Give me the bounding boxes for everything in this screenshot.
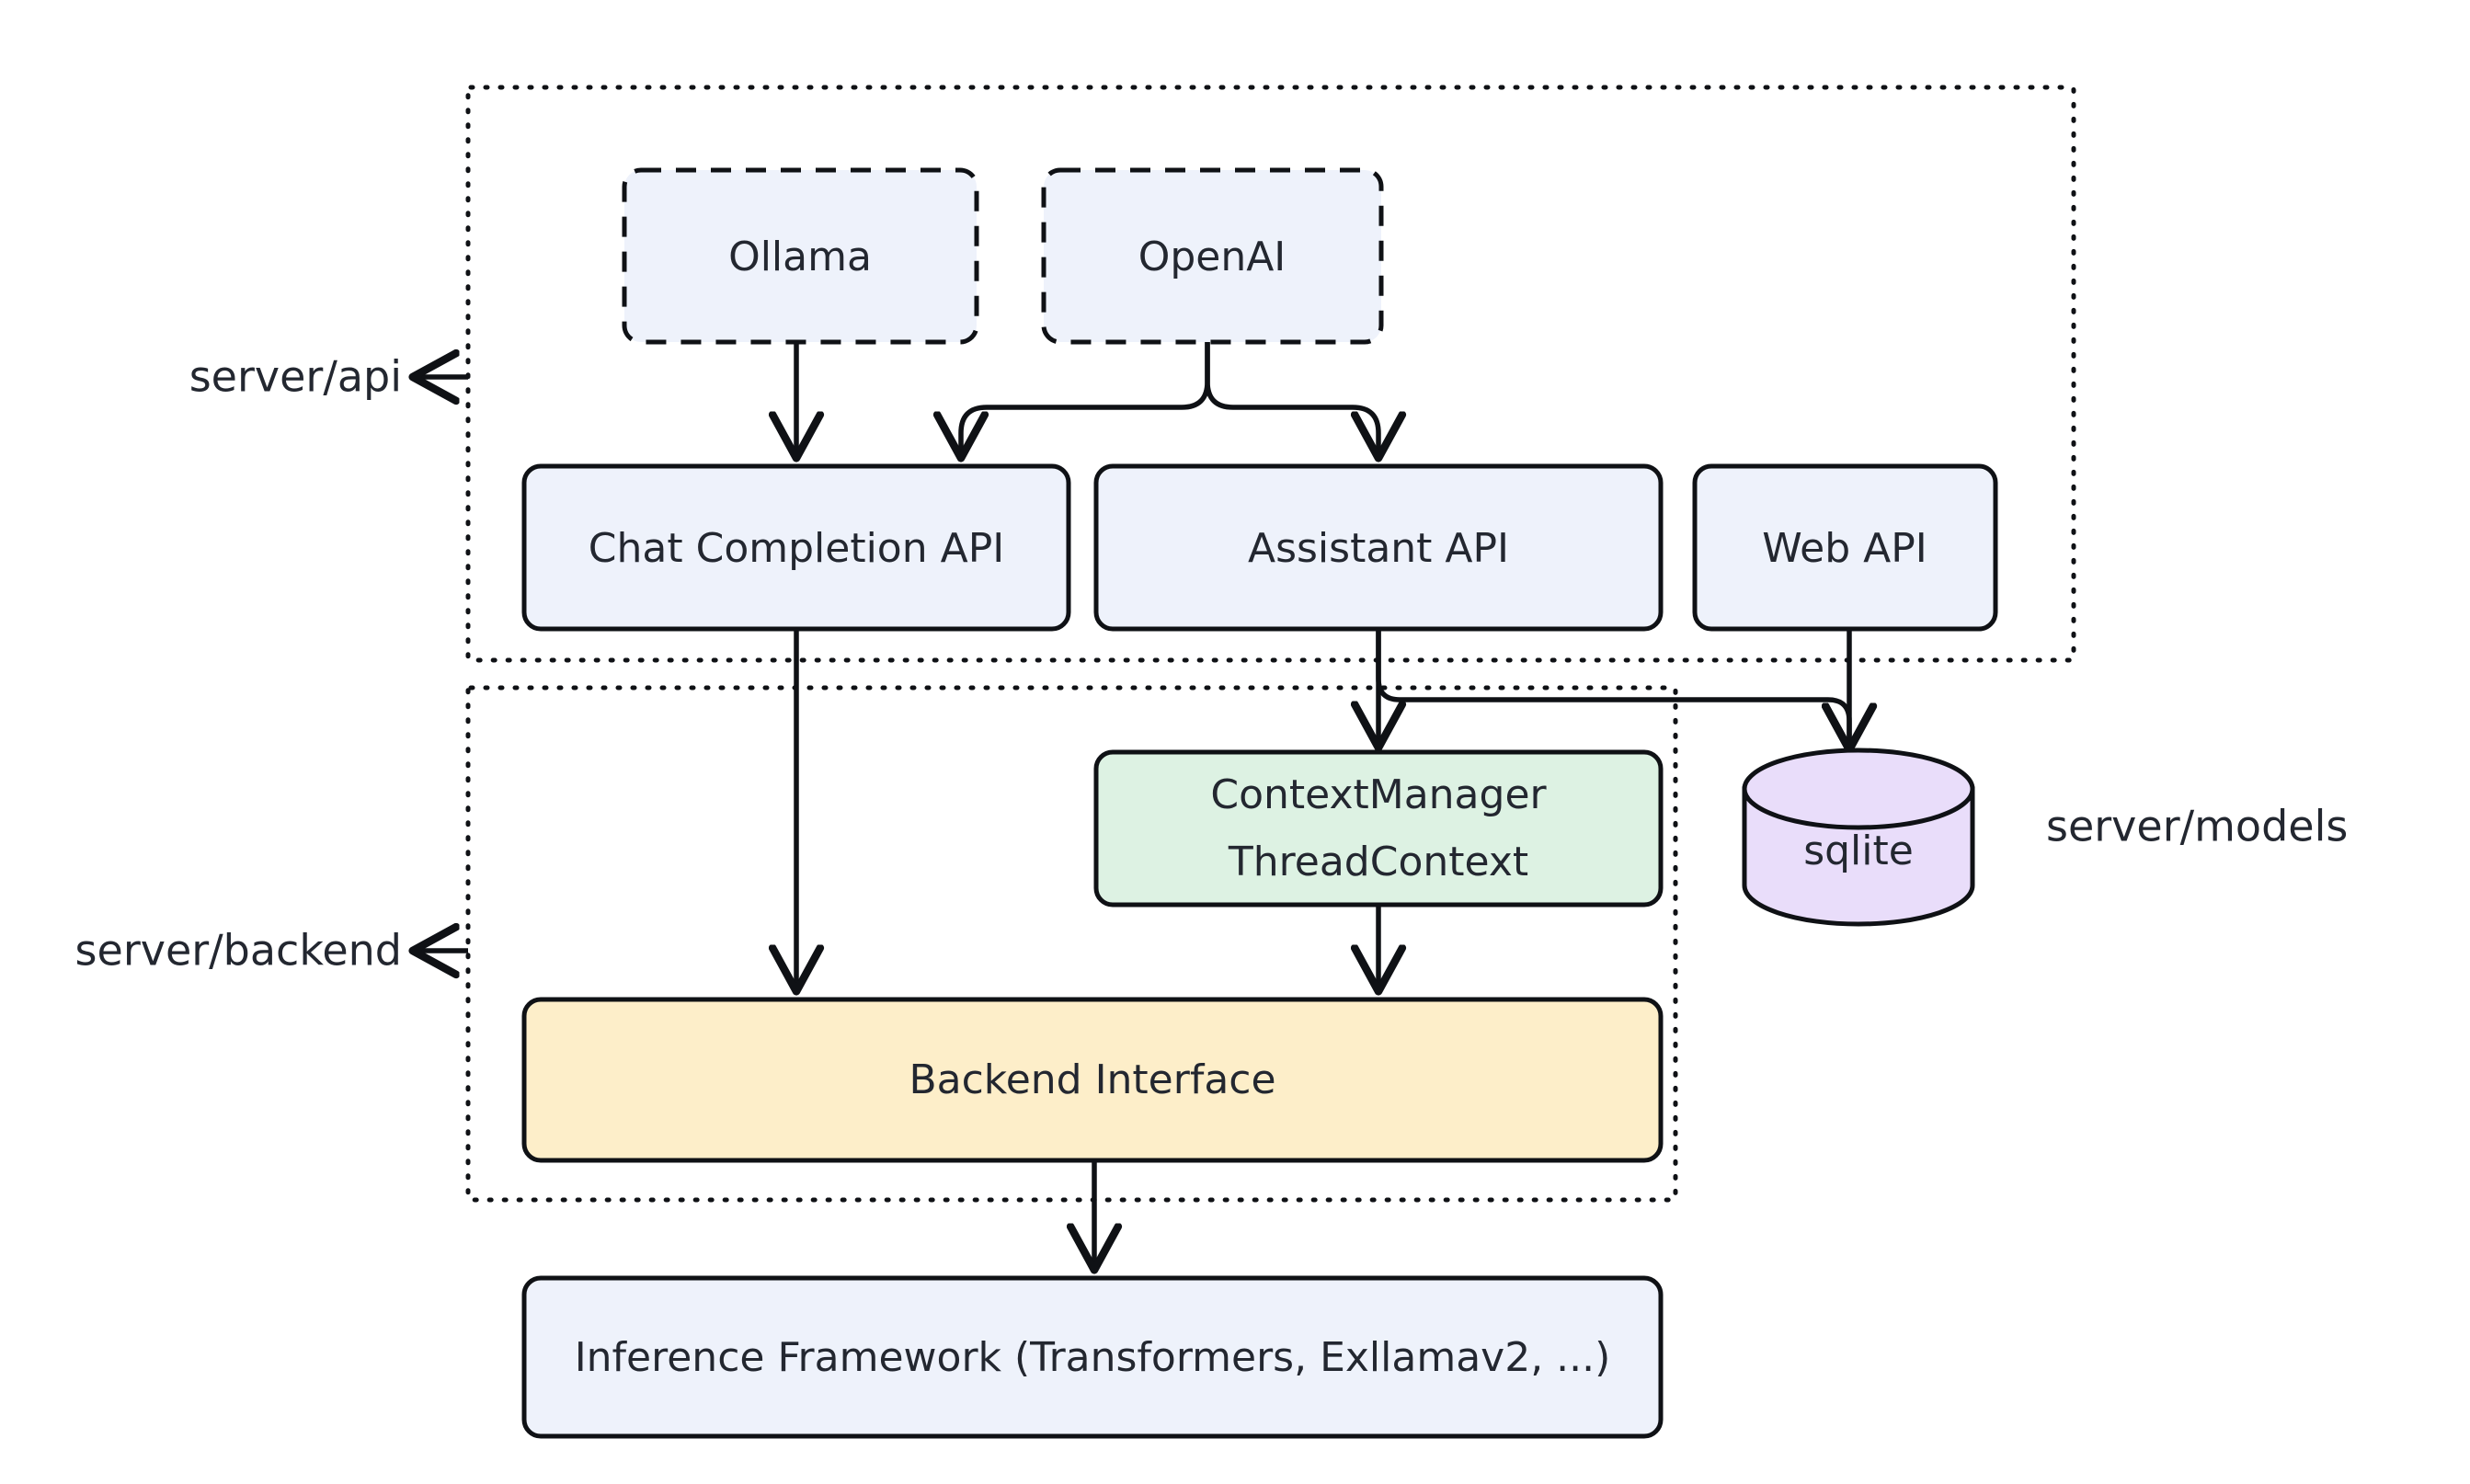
node-openai-label: OpenAI	[1138, 234, 1286, 280]
node-backend-interface-label: Backend Interface	[909, 1056, 1275, 1103]
node-assistant-api[interactable]: Assistant API	[1093, 463, 1664, 632]
node-web-api[interactable]: Web API	[1692, 463, 1998, 632]
edge-assistant-api-to-sqlite	[1376, 629, 1849, 747]
node-sqlite-top[interactable]	[1742, 748, 1975, 830]
group-label-server-backend-text: server/backend	[75, 926, 402, 976]
node-context-manager-label-line2: ThreadContext	[1228, 839, 1528, 885]
node-web-api-label: Web API	[1762, 525, 1927, 572]
node-sqlite[interactable]: sqlite	[1742, 748, 1975, 927]
edge-openai-to-chat-completion-api	[961, 342, 1210, 455]
node-assistant-api-label: Assistant API	[1248, 525, 1509, 572]
node-context-manager-label-line1: ContextManager	[1210, 771, 1547, 818]
node-ollama[interactable]: Ollama	[622, 167, 979, 345]
node-inference-framework-box[interactable]	[521, 1275, 1664, 1439]
node-chat-completion-api-box[interactable]	[521, 463, 1071, 632]
node-backend-interface[interactable]: Backend Interface	[521, 997, 1664, 1163]
group-label-server-backend: server/backend	[75, 926, 468, 976]
node-openai[interactable]: OpenAI	[1041, 167, 1384, 345]
group-box-server-backend	[465, 685, 1678, 1203]
group-label-server-models-text: server/models	[2046, 802, 2348, 851]
node-chat-completion-api[interactable]: Chat Completion API	[521, 463, 1071, 632]
group-label-server-api-text: server/api	[189, 352, 402, 402]
group-label-server-models: server/models	[2046, 802, 2348, 851]
node-context-manager-box[interactable]	[1093, 749, 1664, 908]
node-assistant-api-box[interactable]	[1093, 463, 1664, 632]
node-sqlite-label: sqlite	[1803, 828, 1914, 874]
node-openai-box[interactable]	[1041, 167, 1384, 345]
node-context-manager[interactable]: ContextManager ThreadContext	[1093, 749, 1664, 908]
node-ollama-label: Ollama	[728, 234, 872, 280]
node-backend-interface-box[interactable]	[521, 997, 1664, 1163]
node-web-api-box[interactable]	[1692, 463, 1998, 632]
group-label-server-api: server/api	[189, 352, 468, 402]
node-chat-completion-api-label: Chat Completion API	[589, 525, 1004, 572]
node-ollama-box[interactable]	[622, 167, 979, 345]
edge-openai-to-assistant-api	[1205, 342, 1378, 455]
node-inference-framework-label: Inference Framework (Transformers, Exlla…	[575, 1334, 1611, 1381]
node-inference-framework[interactable]: Inference Framework (Transformers, Exlla…	[521, 1275, 1664, 1439]
group-box-server-api	[465, 85, 2076, 663]
